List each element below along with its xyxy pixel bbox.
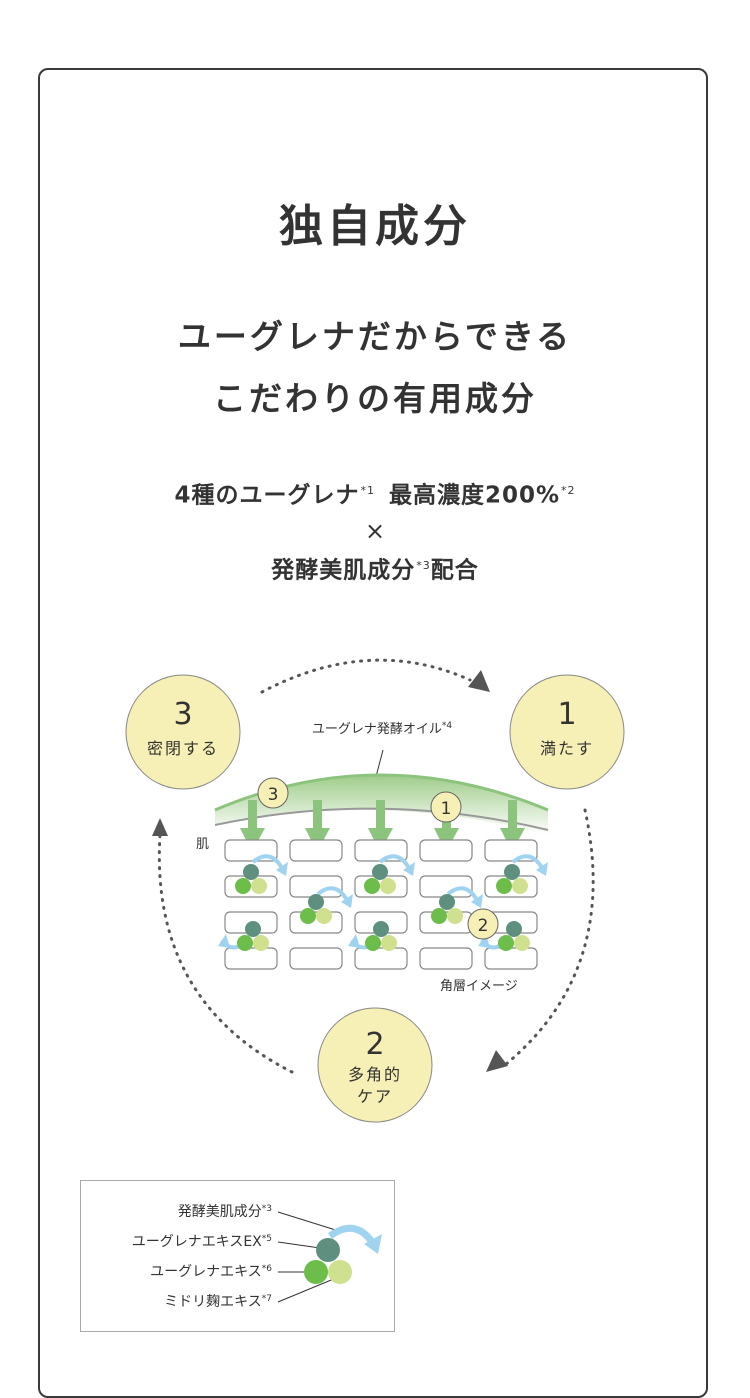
subtitle-line-2: こだわりの有用成分 — [213, 379, 537, 418]
step-3-circle: 3 密閉する — [125, 674, 241, 790]
ingredient-cluster — [478, 921, 530, 951]
legend-rotation-arrow — [327, 1224, 375, 1245]
max-concentration-text: 最高濃度200% — [388, 482, 561, 509]
footnote-2: *2 — [561, 484, 576, 497]
formulated-text: 配合 — [430, 557, 479, 584]
feature-summary: 4種のユーグレナ*1 最高濃度200%*2 × 発酵美肌成分*3配合 — [0, 470, 750, 591]
step-1-circle: 1 満たす — [509, 674, 625, 790]
times-sign: × — [364, 516, 386, 545]
legend-item-koji: ミドリ麹エキス*7 — [164, 1293, 272, 1310]
ingredient-cluster — [300, 886, 353, 924]
svg-text:2: 2 — [478, 916, 489, 936]
skin-marker-1: 1 — [430, 791, 462, 823]
ingredient-cluster — [431, 886, 483, 924]
step-1-number: 1 — [557, 697, 576, 732]
step-2-label-line-2: ケア — [357, 1087, 393, 1106]
euglena-types-text: 4種のユーグレナ — [174, 482, 360, 509]
cycle-arrowhead-top — [468, 670, 490, 692]
legend-light-ball — [328, 1260, 352, 1284]
skin-marker-3: 3 — [257, 777, 289, 809]
feature-line-3: 発酵美肌成分*3配合 — [0, 545, 750, 592]
fermented-ingredient-text: 発酵美肌成分 — [271, 557, 416, 584]
cycle-dotted-arc-right — [503, 808, 595, 1067]
skin-label: 肌 — [196, 837, 209, 852]
stratum-label: 角層イメージ — [440, 979, 518, 994]
ingredient-cluster — [348, 921, 397, 951]
step-2-label-line-1: 多角的 — [348, 1065, 402, 1084]
subtitle-line-1: ユーグレナだからできる — [177, 317, 573, 356]
legend-green-ball — [304, 1260, 328, 1284]
step-2-number: 2 — [365, 1027, 384, 1062]
feature-line-1: 4種のユーグレナ*1 最高濃度200%*2 — [0, 470, 750, 517]
step-1-label: 満たす — [540, 739, 594, 758]
ingredient-cluster — [218, 921, 269, 951]
cycle-arrowhead-left — [152, 818, 168, 836]
ingredient-cluster — [235, 854, 288, 894]
skin-marker-2: 2 — [467, 908, 499, 940]
cycle-dotted-arc-left — [157, 833, 294, 1074]
step-2-circle: 2 多角的 ケア — [317, 1007, 433, 1123]
legend-dark-ball — [316, 1238, 340, 1262]
subtitle: ユーグレナだからできる こだわりの有用成分 — [0, 306, 750, 430]
legend-item-euglena: ユーグレナエキス*6 — [150, 1264, 272, 1280]
footnote-3: *3 — [416, 558, 431, 572]
ingredient-legend: 発酵美肌成分*3 ユーグレナエキスEX*5 ユーグレナエキス*6 ミドリ麹エキス… — [80, 1180, 395, 1332]
footnote-1: *1 — [360, 484, 375, 497]
care-cycle-diagram: 3 密閉する 1 満たす 2 多角的 ケア ユーグレナ発酵オイル*4 肌 3 — [125, 658, 625, 1123]
step-3-label: 密閉する — [147, 739, 219, 758]
legend-item-euglena-ex: ユーグレナエキスEX*5 — [132, 1234, 272, 1250]
legend-item-fermented: 発酵美肌成分*3 — [178, 1204, 272, 1220]
ingredient-cluster — [496, 854, 548, 894]
page-title: 独自成分 — [279, 201, 471, 252]
ingredient-cluster — [364, 854, 415, 894]
cycle-arrowhead-right — [486, 1050, 508, 1072]
step-3-number: 3 — [173, 697, 192, 732]
svg-text:3: 3 — [268, 785, 279, 805]
cycle-dotted-arc-top — [260, 658, 472, 694]
oil-label: ユーグレナ発酵オイル*4 — [312, 721, 453, 737]
svg-text:1: 1 — [441, 799, 452, 819]
